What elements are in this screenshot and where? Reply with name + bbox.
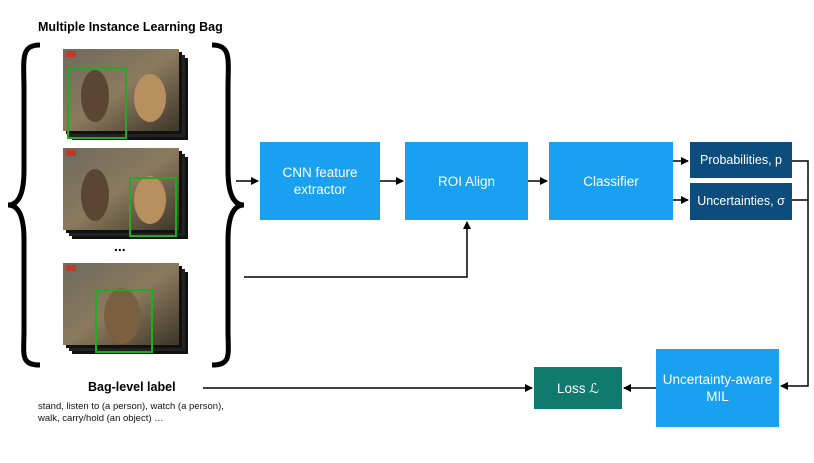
roi-align-label: ROI Align — [437, 173, 496, 189]
arrow-bag-to-roi — [244, 221, 471, 278]
bag-level-label-values: stand, listen to (a person), watch (a pe… — [38, 401, 298, 425]
loss-box: Loss ℒ — [534, 367, 622, 409]
left-brace — [7, 42, 41, 368]
cnn-feature-extractor-label: CNN feature extractor — [282, 165, 358, 197]
frames-ellipsis: ... — [114, 238, 126, 254]
bounding-box-2 — [129, 177, 177, 237]
uncertainty-aware-mil-box: Uncertainty-aware MIL — [656, 349, 779, 427]
bag-label-values-line-1: stand, listen to (a person), watch (a pe… — [38, 401, 224, 412]
uncertainties-label: Uncertainties, σ — [697, 194, 785, 208]
uncertainties-box: Uncertainties, σ — [690, 183, 792, 220]
loss-label: Loss ℒ — [557, 380, 599, 396]
channel-logo-icon — [66, 265, 76, 271]
right-brace — [211, 42, 245, 368]
classifier-box: Classifier — [549, 142, 673, 220]
uncertainty-aware-mil-label: Uncertainty-aware MIL — [662, 372, 773, 404]
channel-logo-icon — [66, 51, 76, 57]
bag-level-label-title: Bag-level label — [88, 380, 176, 394]
cnn-feature-extractor-box: CNN feature extractor — [260, 142, 380, 220]
bag-title: Multiple Instance Learning Bag — [38, 20, 223, 34]
frame-stack-2 — [63, 148, 188, 239]
roi-align-box: ROI Align — [405, 142, 528, 220]
bounding-box-3 — [95, 289, 153, 353]
classifier-label: Classifier — [583, 173, 639, 189]
frame-stack-3 — [63, 263, 188, 354]
probabilities-label: Probabilities, p — [700, 152, 782, 167]
channel-logo-icon — [66, 150, 76, 156]
bag-label-values-line-2: walk, carry/hold (an object) … — [38, 413, 164, 424]
probabilities-box: Probabilities, p — [690, 142, 792, 178]
frame-stack-1 — [63, 49, 188, 140]
arrow-prob-to-mil — [780, 160, 809, 390]
bounding-box-1 — [67, 67, 127, 139]
